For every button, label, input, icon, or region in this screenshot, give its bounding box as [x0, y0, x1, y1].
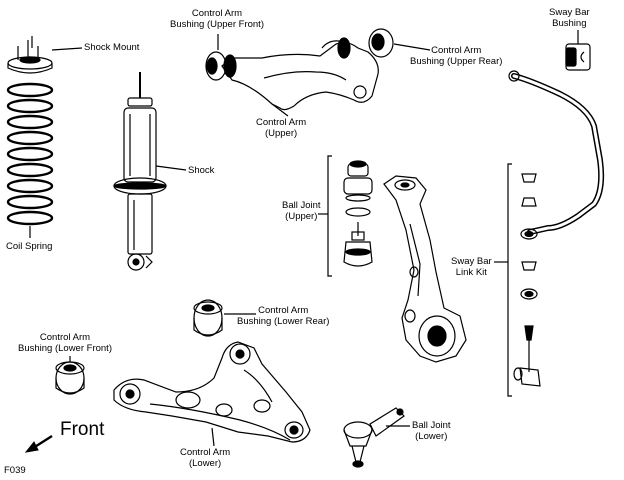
shock-leader	[155, 165, 187, 171]
lower-control-arm	[113, 341, 311, 443]
front-label: Front	[60, 419, 105, 440]
ball-joint-upper-bracket	[327, 155, 332, 277]
shock-mount-leader	[51, 47, 83, 51]
sway-bar-bushing	[565, 43, 591, 71]
label-ball-joint-lower: Ball Joint (Lower)	[412, 420, 451, 442]
sway-bar-link-kit-bracket	[507, 163, 512, 397]
label-sway-bar-link-kit: Sway Bar Link Kit	[451, 256, 492, 278]
label-ball-joint-upper: Ball Joint (Upper)	[282, 200, 321, 222]
ball-joint-upper-parts	[343, 160, 373, 267]
upper-control-arm	[205, 28, 394, 111]
control-arm-upper-leader	[271, 103, 289, 117]
figure-code: F039	[4, 465, 26, 476]
label-shock-mount: Shock Mount	[84, 42, 140, 53]
label-ca-bushing-upper-front: Control Arm Bushing (Upper Front)	[170, 8, 264, 30]
ca-bushing-upper-rear-leader	[393, 43, 431, 51]
front-arrow-icon	[24, 434, 53, 453]
coil-spring	[6, 82, 54, 226]
label-ca-bushing-upper-rear: Control Arm Bushing (Upper Rear)	[410, 45, 503, 67]
label-shock: Shock	[188, 165, 215, 176]
ca-bushing-lower-front	[55, 361, 85, 395]
control-arm-lower-leader	[211, 427, 215, 447]
label-ca-bushing-lower-rear: Control Arm Bushing (Lower Rear)	[237, 305, 330, 327]
shock-absorber	[113, 72, 167, 271]
ball-joint-lower-part	[343, 407, 405, 468]
steering-knuckle	[383, 175, 467, 363]
label-ca-bushing-lower-front: Control Arm Bushing (Lower Front)	[18, 332, 112, 354]
shock-mount	[7, 36, 53, 74]
ca-bushing-lower-rear	[193, 299, 223, 337]
label-sway-bar-bushing: Sway Bar Bushing	[549, 7, 590, 29]
sway-bar-link-kit	[513, 173, 541, 387]
label-coil-spring: Coil Spring	[6, 241, 53, 252]
label-control-arm-upper: Control Arm (Upper)	[256, 117, 307, 139]
sway-bar	[508, 70, 605, 235]
label-control-arm-lower: Control Arm (Lower)	[180, 447, 231, 469]
